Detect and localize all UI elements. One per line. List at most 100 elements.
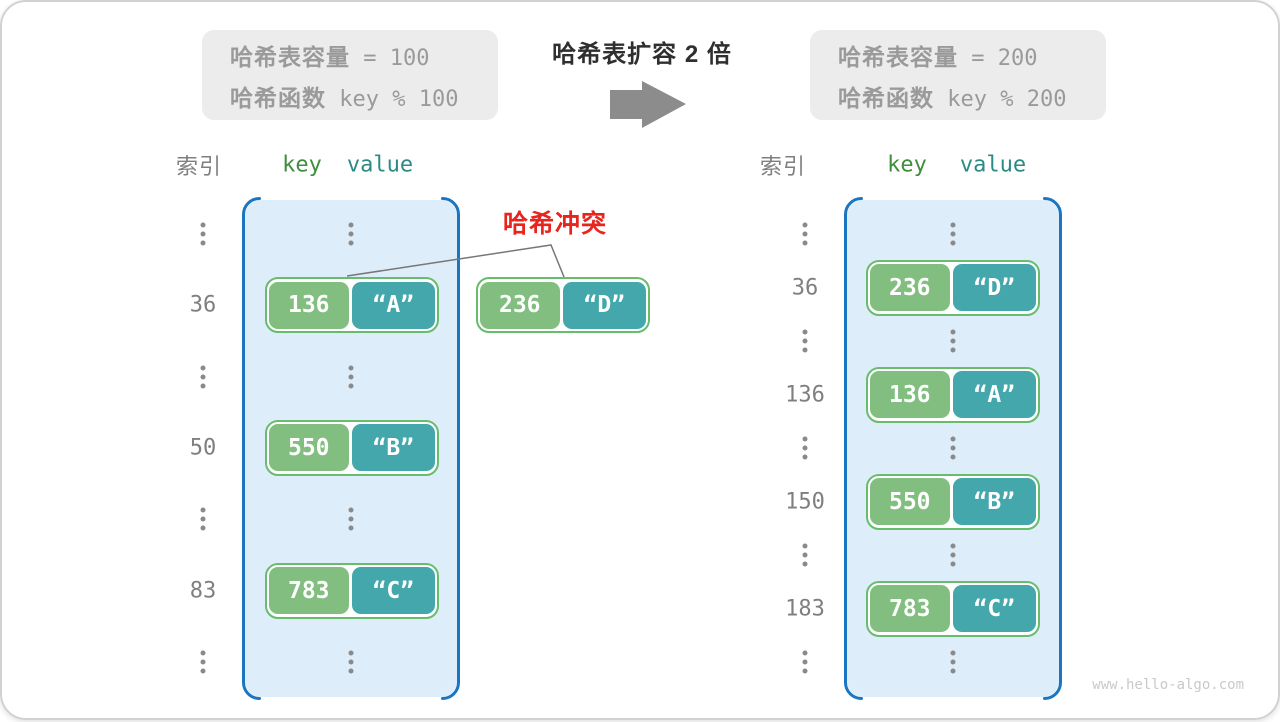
key-cell: 783 [870,585,950,632]
bucket-ellipsis-dots [348,507,354,531]
ellipsis-dot [950,543,956,549]
index-ellipsis-dots [802,543,808,567]
value-cell: “B” [351,424,435,472]
hash-function-line: 哈希函数 key % 200 [838,79,1106,113]
ellipsis-dot [950,445,956,451]
bucket-ellipsis-dots [950,436,956,460]
ellipsis-dot [802,338,808,344]
capacity-line: 哈希表容量 = 100 [230,38,498,72]
value-cell: “B” [952,478,1036,525]
ellipsis-dot [950,347,956,353]
index-ellipsis-dots [200,507,206,531]
bucket-ellipsis-dots [348,650,354,674]
ellipsis-dot [348,231,354,237]
index-ellipsis-dots [200,222,206,246]
container-bracket-path [441,197,460,700]
ellipsis-dot [950,552,956,558]
index-ellipsis-dots [802,222,808,246]
key-cell: 550 [269,424,349,472]
bucket-ellipsis-dots [348,365,354,389]
index-label: 83 [189,578,217,604]
header-key-label: key [282,152,322,178]
container-bracket-icon [844,197,1062,700]
ellipsis-dot [950,650,956,656]
index-ellipsis-dots [802,650,808,674]
key-cell: 550 [870,478,950,525]
ellipsis-dot [348,383,354,389]
expand-arrow-icon [610,81,686,128]
ellipsis-dot [200,525,206,531]
ellipsis-dot [802,659,808,665]
ellipsis-dot [200,231,206,237]
hash-function-label: 哈希函数 [230,84,326,111]
ellipsis-dot [802,454,808,460]
hash-collision-label: 哈希冲突 [502,210,607,238]
ellipsis-dot [802,231,808,237]
value-cell: “A” [351,281,435,329]
ellipsis-dot [348,525,354,531]
capacity-value: = 200 [958,45,1038,71]
index-label: 50 [189,435,217,461]
key-cell: 783 [269,567,349,615]
hash-function-value: key % 100 [326,86,459,112]
key-cell: 236 [480,281,560,329]
bucket-ellipsis-dots [950,650,956,674]
ellipsis-dot [200,516,206,522]
ellipsis-dot [950,231,956,237]
index-label: 183 [785,596,825,621]
ellipsis-dot [200,659,206,665]
ellipsis-dot [348,374,354,380]
bucket-ellipsis-dots [950,222,956,246]
bucket-ellipsis-dots [950,543,956,567]
pair-box: 236“D” [476,277,650,333]
header-value-label: value [959,152,1027,178]
ellipsis-dot [200,650,206,656]
header-index-label: 索引 [175,154,223,179]
ellipsis-dot [348,507,354,513]
ellipsis-dot [200,374,206,380]
index-ellipsis-dots [200,650,206,674]
value-cell: “D” [562,281,646,329]
ellipsis-dot [950,240,956,246]
ellipsis-dot [348,516,354,522]
ellipsis-dot [950,659,956,665]
index-label: 36 [189,292,217,318]
ellipsis-dot [802,436,808,442]
capacity-label: 哈希表容量 [230,43,350,70]
watermark-text: www.hello-algo.com [1092,677,1244,693]
bucket-ellipsis-dots [950,329,956,353]
ellipsis-dot [950,561,956,567]
header-key-label: key [887,152,927,178]
index-ellipsis-dots [802,329,808,353]
ellipsis-dot [950,338,956,344]
info-box-before: 哈希表容量 = 100 哈希函数 key % 100 [202,30,498,120]
pair-box: 783“C” [265,562,439,619]
header-value-label: value [346,152,414,178]
capacity-label: 哈希表容量 [838,43,958,70]
ellipsis-dot [200,507,206,513]
ellipsis-dot [802,650,808,656]
ellipsis-dot [950,436,956,442]
index-label: 36 [791,275,819,300]
hash-function-value: key % 200 [934,86,1067,112]
ellipsis-dot [348,240,354,246]
ellipsis-dot [200,365,206,371]
key-cell: 136 [870,371,950,418]
ellipsis-dot [200,383,206,389]
key-cell: 136 [269,281,349,329]
pair-box: 783“C” [866,580,1040,637]
ellipsis-dot [802,222,808,228]
ellipsis-dot [950,222,956,228]
ellipsis-dot [950,454,956,460]
header-index-label: 索引 [759,154,807,179]
ellipsis-dot [802,240,808,246]
pair-box: 236“D” [866,259,1040,316]
index-ellipsis-dots [200,365,206,389]
value-cell: “C” [351,567,435,615]
container-bracket-icon [242,197,460,700]
index-ellipsis-dots [802,436,808,460]
capacity-line: 哈希表容量 = 200 [838,38,1106,72]
index-label: 136 [785,382,825,407]
key-cell: 236 [870,264,950,311]
